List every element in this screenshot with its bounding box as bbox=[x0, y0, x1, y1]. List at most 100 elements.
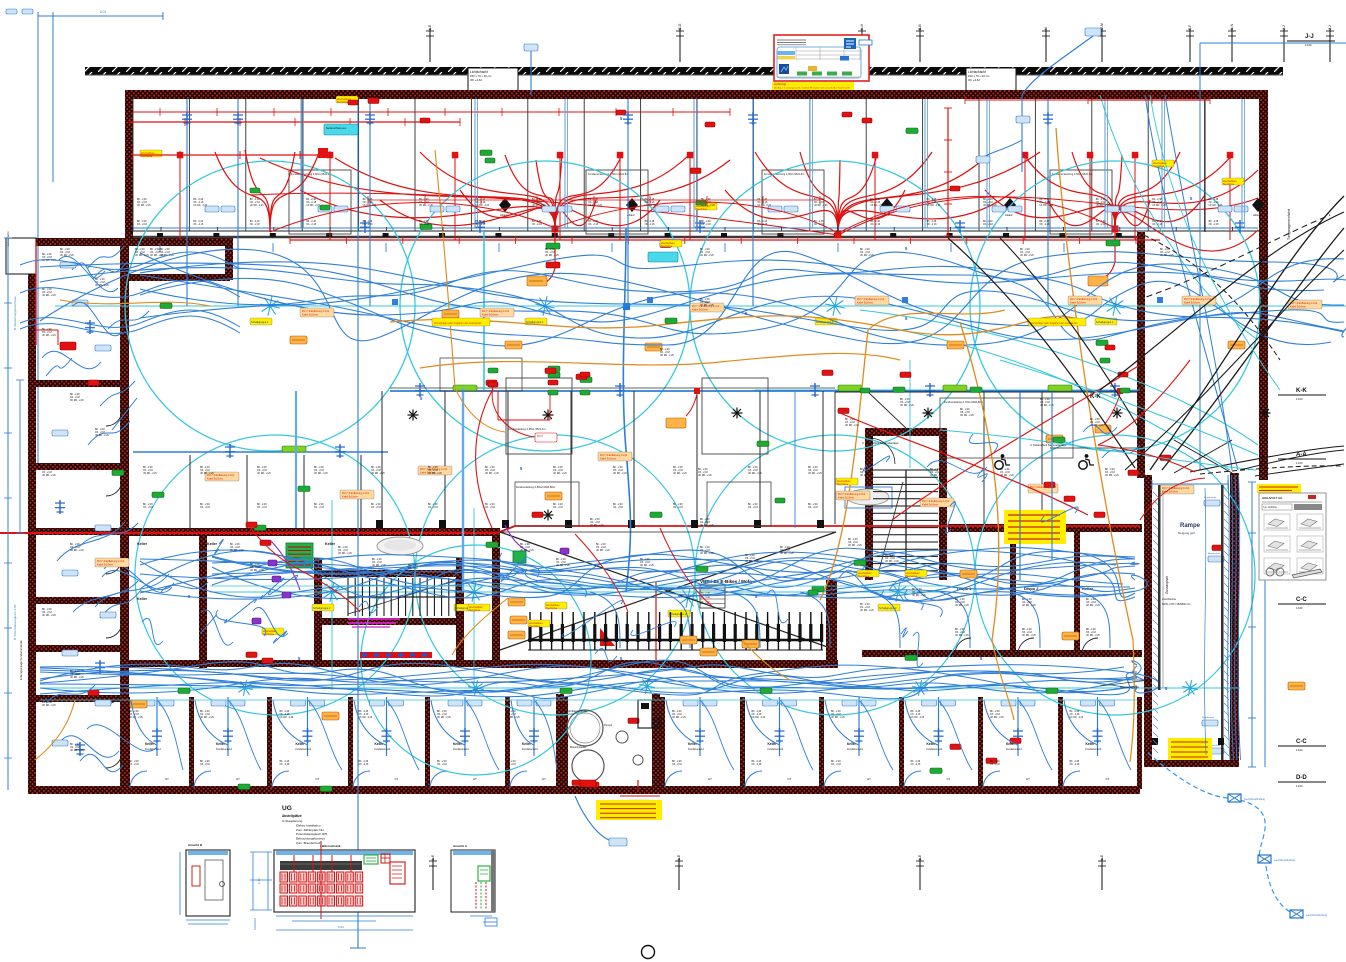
svg-text:OK. -2,18: OK. -2,18 bbox=[983, 202, 994, 204]
svg-text:BK. -2,48: BK. -2,48 bbox=[338, 547, 348, 549]
svg-text:BK. -2,48: BK. -2,48 bbox=[1152, 199, 1162, 201]
svg-text:UK RD. -2,26: UK RD. -2,26 bbox=[1022, 635, 1036, 637]
svg-text:4. Kellerabteil Sammelanlage: 4. Kellerabteil Sammelanlage bbox=[1030, 443, 1067, 447]
svg-text:OK. -2,18: OK. -2,18 bbox=[698, 472, 709, 474]
svg-text:5: 5 bbox=[1190, 196, 1193, 201]
svg-text:UK RD. -2,26: UK RD. -2,26 bbox=[860, 255, 874, 257]
svg-text:BK. -2,48: BK. -2,48 bbox=[200, 467, 210, 469]
svg-text:BK. -2,48: BK. -2,48 bbox=[314, 467, 324, 469]
svg-text:1:100: 1:100 bbox=[1305, 43, 1312, 47]
svg-text:OK. -2,18: OK. -2,18 bbox=[752, 714, 763, 716]
svg-text:Kabel 5x16mm: Kabel 5x16mm bbox=[1070, 302, 1086, 305]
svg-text:Kabel 5x16mm: Kabel 5x16mm bbox=[1290, 306, 1306, 309]
svg-text:BK. -2,48: BK. -2,48 bbox=[506, 761, 516, 763]
svg-text:UK RD. -2,26: UK RD. -2,26 bbox=[1096, 205, 1110, 207]
svg-text:UK RD. -2,26: UK RD. -2,26 bbox=[1040, 405, 1054, 407]
svg-text:5,01: 5,01 bbox=[100, 10, 106, 14]
svg-text:BK. -2,48: BK. -2,48 bbox=[419, 221, 429, 223]
svg-text:BK. -2,48: BK. -2,48 bbox=[1022, 599, 1032, 601]
svg-text:50/20 x 670 / 4520800 mm: 50/20 x 670 / 4520800 mm bbox=[1162, 603, 1190, 606]
svg-text:Fundamenterd.: Fundamenterd. bbox=[1086, 748, 1103, 751]
svg-text:Leerrohrverbindung: Leerrohrverbindung bbox=[1274, 859, 1296, 862]
svg-text:Abstellplätze: Abstellplätze bbox=[282, 814, 302, 818]
svg-text:J-J: J-J bbox=[1282, 25, 1286, 30]
svg-text:OK. -2,18: OK. -2,18 bbox=[1022, 602, 1033, 604]
svg-text:OK. -2,18: OK. -2,18 bbox=[338, 550, 349, 552]
svg-text:UK RD. -2,26: UK RD. -2,26 bbox=[306, 205, 320, 207]
svg-text:Fundamenterd.: Fundamenterd. bbox=[688, 748, 705, 751]
svg-text:BK. -2,48: BK. -2,48 bbox=[700, 519, 710, 521]
svg-text:UK RD. -2,26: UK RD. -2,26 bbox=[160, 255, 174, 257]
svg-text:2,10: 2,10 bbox=[257, 878, 261, 884]
svg-text:OK. -2,18: OK. -2,18 bbox=[757, 224, 768, 226]
svg-text:RV-7.3 Erdleitung 4 2x1: RV-7.3 Erdleitung 4 2x1 bbox=[1070, 297, 1098, 301]
svg-text:Ablauf: Ablauf bbox=[627, 213, 635, 217]
svg-text:Brandschutz: Brandschutz bbox=[1208, 552, 1220, 555]
svg-text:OK. -2,18: OK. -2,18 bbox=[306, 202, 317, 204]
svg-text:Fundamenterdung 2,50x1,95x0,8m: Fundamenterdung 2,50x1,95x0,8m bbox=[1052, 172, 1092, 176]
svg-text:OK. -2,18: OK. -2,18 bbox=[437, 714, 448, 716]
svg-text:Elektro Installation: Elektro Installation bbox=[296, 823, 321, 827]
svg-text:OK. -2,18: OK. -2,18 bbox=[831, 714, 842, 716]
svg-text:UK RD. -2,26: UK RD. -2,26 bbox=[672, 717, 686, 719]
svg-text:Bk. -2,48: Bk. -2,48 bbox=[701, 602, 711, 604]
svg-text:BK. -2,48: BK. -2,48 bbox=[955, 629, 965, 631]
svg-text:BK. -2,48: BK. -2,48 bbox=[137, 221, 147, 223]
svg-text:Keller: Keller bbox=[145, 742, 155, 746]
svg-text:Beleuchtungskonzept: Beleuchtungskonzept bbox=[296, 837, 325, 841]
svg-text:OK. -2,18: OK. -2,18 bbox=[1209, 202, 1220, 204]
svg-text:OK. -2,18: OK. -2,18 bbox=[200, 714, 211, 716]
svg-text:UK RD. -2,26: UK RD. -2,26 bbox=[506, 717, 520, 719]
svg-text:1:100: 1:100 bbox=[1296, 784, 1303, 788]
svg-text:OK. -2,18: OK. -2,18 bbox=[780, 550, 791, 552]
svg-text:BK. -2,48: BK. -2,48 bbox=[70, 671, 80, 673]
svg-text:BK. -2,48: BK. -2,48 bbox=[596, 544, 606, 546]
svg-text:OK. -2,18: OK. -2,18 bbox=[1152, 202, 1163, 204]
svg-text:UK RD. -2,26: UK RD. -2,26 bbox=[137, 205, 151, 207]
svg-text:BK. -2,48: BK. -2,48 bbox=[613, 467, 623, 469]
svg-text:BK. -2,48: BK. -2,48 bbox=[135, 249, 145, 251]
svg-text:RV-7.3 Erdleitung 4 2x1: RV-7.3 Erdleitung 4 2x1 bbox=[1162, 486, 1190, 490]
svg-text:UK RD. -2,26: UK RD. -2,26 bbox=[911, 717, 925, 719]
svg-text:Keller: Keller bbox=[325, 542, 336, 546]
svg-text:RV-7.3 Erdleitung 4 2x1: RV-7.3 Erdleitung 4 2x1 bbox=[207, 473, 235, 477]
svg-text:OK. -2,18: OK. -2,18 bbox=[983, 224, 994, 226]
svg-text:UK RD. -2,26: UK RD. -2,26 bbox=[930, 475, 944, 477]
svg-text:OK. -2,18: OK. -2,18 bbox=[150, 252, 161, 254]
svg-text:OK. -2,18: OK. -2,18 bbox=[645, 224, 656, 226]
svg-text:BK. -2,48: BK. -2,48 bbox=[990, 761, 1000, 763]
svg-text:BK. -2,48: BK. -2,48 bbox=[831, 761, 841, 763]
svg-text:OK. -2,18: OK. -2,18 bbox=[955, 602, 966, 604]
svg-text:BK. -2,48: BK. -2,48 bbox=[885, 555, 895, 557]
svg-text:BK. -2,48: BK. -2,48 bbox=[1096, 199, 1106, 201]
svg-text:UK RD. -2,26: UK RD. -2,26 bbox=[485, 473, 499, 475]
svg-text:BK. -2,48: BK. -2,48 bbox=[1086, 599, 1096, 601]
svg-text:Kabel 5x16mm: Kabel 5x16mm bbox=[857, 302, 873, 305]
svg-text:BK. -2,48: BK. -2,48 bbox=[42, 469, 52, 471]
svg-text:OK. -2,18: OK. -2,18 bbox=[990, 714, 1001, 716]
svg-text:BK. -2,48: BK. -2,48 bbox=[983, 199, 993, 201]
svg-text:BK. -2,48: BK. -2,48 bbox=[700, 547, 710, 549]
svg-text:BK. -2,48: BK. -2,48 bbox=[257, 467, 267, 469]
svg-text:BK. -2,48: BK. -2,48 bbox=[645, 221, 655, 223]
svg-text:UK RD. -2,26: UK RD. -2,26 bbox=[95, 435, 109, 437]
svg-text:OK. -2,18: OK. -2,18 bbox=[1086, 632, 1097, 634]
svg-text:Tiefgarageneinfahrt: Tiefgarageneinfahrt bbox=[1287, 209, 1291, 240]
svg-text:UK RD. -2,26: UK RD. -2,26 bbox=[371, 473, 385, 475]
svg-text:RV-7.3 Erdleitung 4 2x1: RV-7.3 Erdleitung 4 2x1 bbox=[97, 559, 125, 563]
svg-text:BK. -2,48: BK. -2,48 bbox=[200, 504, 210, 506]
svg-text:OK. -2,18: OK. -2,18 bbox=[911, 764, 922, 766]
svg-text:OK. -2,18: OK. -2,18 bbox=[428, 507, 439, 509]
svg-text:Steckdose: Steckdose bbox=[337, 101, 349, 104]
svg-text:OK. -2,18: OK. -2,18 bbox=[70, 547, 81, 549]
svg-text:Bei Bgr. x 1 Leiterquerschn. 5: Bei Bgr. x 1 Leiterquerschn. 5x16/10 RV-… bbox=[774, 87, 850, 90]
svg-text:OK. -2,18: OK. -2,18 bbox=[596, 547, 607, 549]
svg-text:OK. -2,18: OK. -2,18 bbox=[42, 612, 53, 614]
svg-text:BK. -2,48: BK. -2,48 bbox=[42, 609, 52, 611]
svg-text:BK. -2,48: BK. -2,48 bbox=[1000, 469, 1010, 471]
svg-text:Rampe: Rampe bbox=[1180, 523, 1201, 529]
svg-text:BK. -2,48: BK. -2,48 bbox=[748, 504, 758, 506]
svg-text:BK. -2,48: BK. -2,48 bbox=[520, 544, 530, 546]
svg-text:UK RD. -2,26: UK RD. -2,26 bbox=[1086, 605, 1100, 607]
svg-text:Ablauf: Ablauf bbox=[1005, 213, 1013, 217]
